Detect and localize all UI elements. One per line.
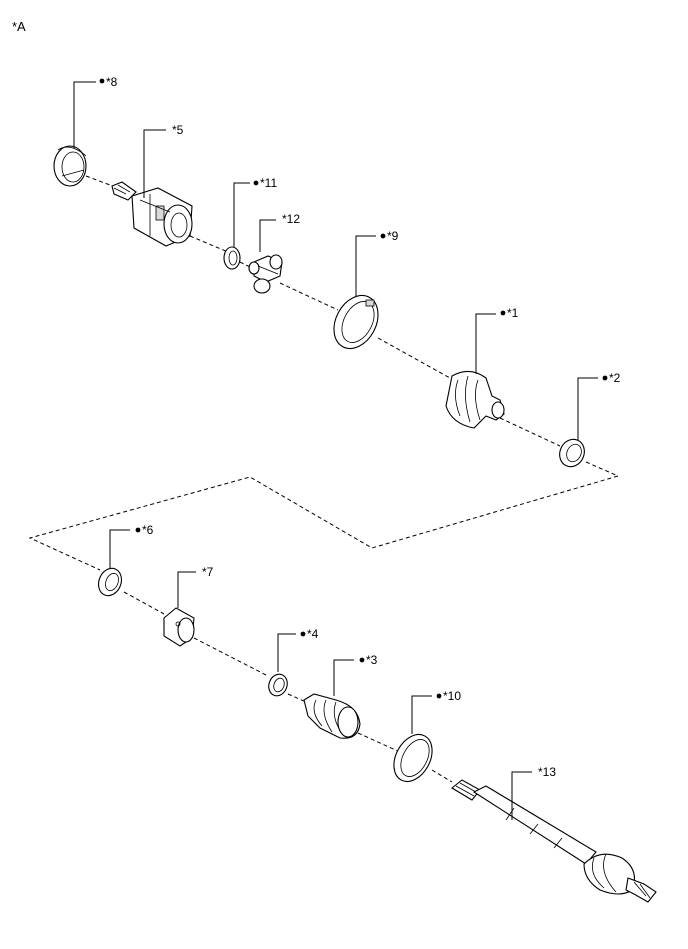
callout-5: *5 [143, 123, 184, 198]
new-part-dot [135, 527, 141, 533]
part-1-inboard-boot [445, 370, 505, 429]
part-12-tripod [248, 254, 283, 294]
part-6-clamp [97, 567, 123, 597]
callout-label-5: *5 [172, 123, 184, 137]
callout-label-8: *8 [106, 75, 118, 89]
callout-1: *1 [475, 306, 519, 374]
part-9-boot-band [333, 295, 379, 349]
callout-6: *6 [109, 523, 154, 568]
callout-label-6: *6 [142, 523, 154, 537]
new-part-dot [99, 78, 105, 84]
callout-3: *3 [333, 653, 378, 696]
part-13-drive-shaft [451, 779, 657, 903]
part-10-large-band [393, 733, 433, 783]
new-part-dot [253, 180, 259, 186]
new-part-dot [500, 310, 506, 316]
callout-label-13: *13 [538, 765, 556, 779]
callout-8: *8 [73, 75, 118, 148]
part-8-boot-clamp [53, 145, 87, 187]
part-3-outboard-boot [303, 693, 361, 739]
callout-label-4: *4 [307, 627, 319, 641]
part-11-snap-ring [223, 246, 241, 270]
part-5-joint-housing [111, 181, 193, 247]
callout-2: *2 [577, 371, 621, 440]
part-7-damper [163, 607, 195, 647]
callout-label-3: *3 [366, 653, 378, 667]
callout-11: *11 [233, 176, 277, 247]
callout-label-12: *12 [282, 212, 300, 226]
callout-label-7: *7 [202, 565, 214, 579]
callout-label-2: *2 [609, 371, 621, 385]
part-2-small-clamp [559, 438, 585, 468]
new-part-dot [359, 657, 365, 663]
callout-label-1: *1 [507, 306, 519, 320]
callout-13: *13 [511, 765, 556, 820]
assembly-axis-lines [28, 175, 620, 783]
callout-label-9: *9 [387, 229, 399, 243]
new-part-dot [436, 693, 442, 699]
callout-10: *10 [411, 689, 461, 734]
callout-label-10: *10 [443, 689, 461, 703]
callout-9: *9 [355, 229, 399, 296]
new-part-dot [602, 375, 608, 381]
view-label: *A [12, 19, 26, 34]
callout-4: *4 [277, 627, 319, 672]
callout-7: *7 [177, 565, 214, 608]
callout-label-11: *11 [260, 176, 277, 190]
callout-12: *12 [259, 212, 300, 252]
part-4-small-clamp [268, 673, 288, 697]
new-part-dot [300, 631, 306, 637]
new-part-dot [380, 233, 386, 239]
